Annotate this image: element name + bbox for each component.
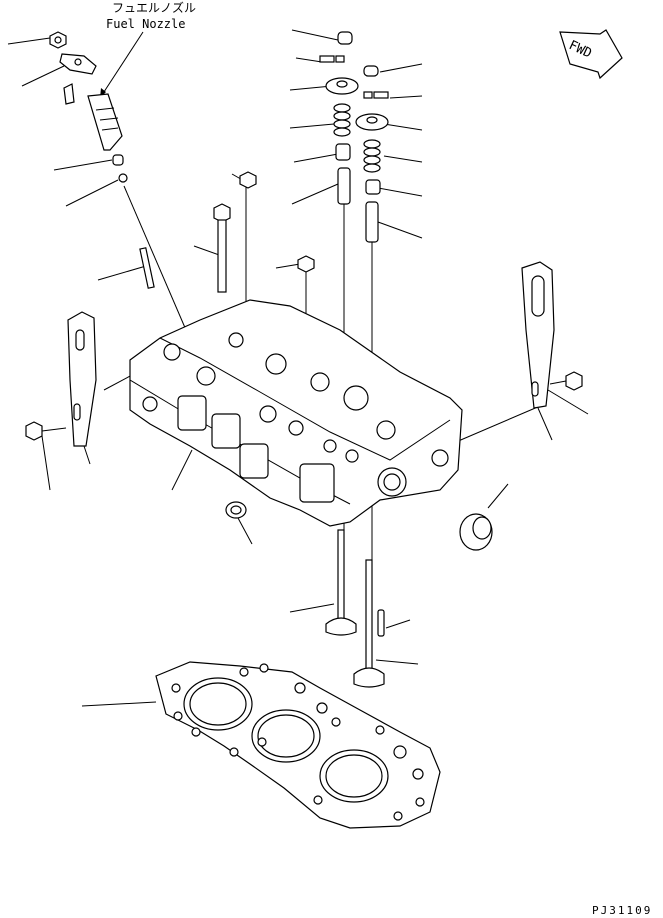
expansion-plug-right xyxy=(459,513,493,551)
valve-cap-right xyxy=(363,65,379,77)
valve-dowel-pin xyxy=(377,609,385,637)
valve-guide-left xyxy=(337,167,351,205)
valve-cap-left xyxy=(337,31,353,45)
nozzle-washer xyxy=(118,173,128,183)
head-bolt-short-left xyxy=(239,171,257,189)
fuel-nozzle-label-en: Fuel Nozzle xyxy=(106,17,185,31)
lifting-bracket-right xyxy=(521,261,555,409)
nozzle-holder xyxy=(59,53,97,75)
valve-guide-right xyxy=(365,201,379,243)
valve-keeper-right xyxy=(363,91,389,99)
fuel-nozzle-label-jp: フュエルノズル xyxy=(112,0,196,15)
head-bolt-long xyxy=(213,203,231,293)
valve-keeper-left xyxy=(319,55,345,63)
nozzle-gasket xyxy=(112,154,124,166)
intake-valve xyxy=(353,559,385,688)
spring-retainer-right xyxy=(355,113,389,131)
lifting-bracket-left xyxy=(67,311,97,447)
valve-spring-left xyxy=(333,103,351,137)
exhaust-valve xyxy=(325,529,357,636)
head-bolt-short-mid xyxy=(297,255,315,273)
expansion-plug-left xyxy=(225,501,247,519)
fuel-nozzle-arrow-line xyxy=(99,31,144,99)
svg-text:FWD: FWD xyxy=(566,38,594,62)
valve-seal-left xyxy=(335,143,351,161)
fwd-arrow-icon: FWD xyxy=(559,29,623,80)
head-gasket xyxy=(155,661,441,829)
valve-spring-right xyxy=(363,139,381,173)
fuel-nozzle xyxy=(63,83,123,151)
spring-retainer-left xyxy=(325,77,359,95)
cylinder-head xyxy=(129,299,463,527)
lifting-bracket-bolt-right xyxy=(549,371,583,391)
nozzle-nut xyxy=(49,31,67,49)
lifting-bracket-bolt-left xyxy=(25,421,67,441)
drawing-number: PJ31109 xyxy=(592,904,652,917)
valve-seal-right xyxy=(365,179,381,195)
stud xyxy=(139,247,155,289)
